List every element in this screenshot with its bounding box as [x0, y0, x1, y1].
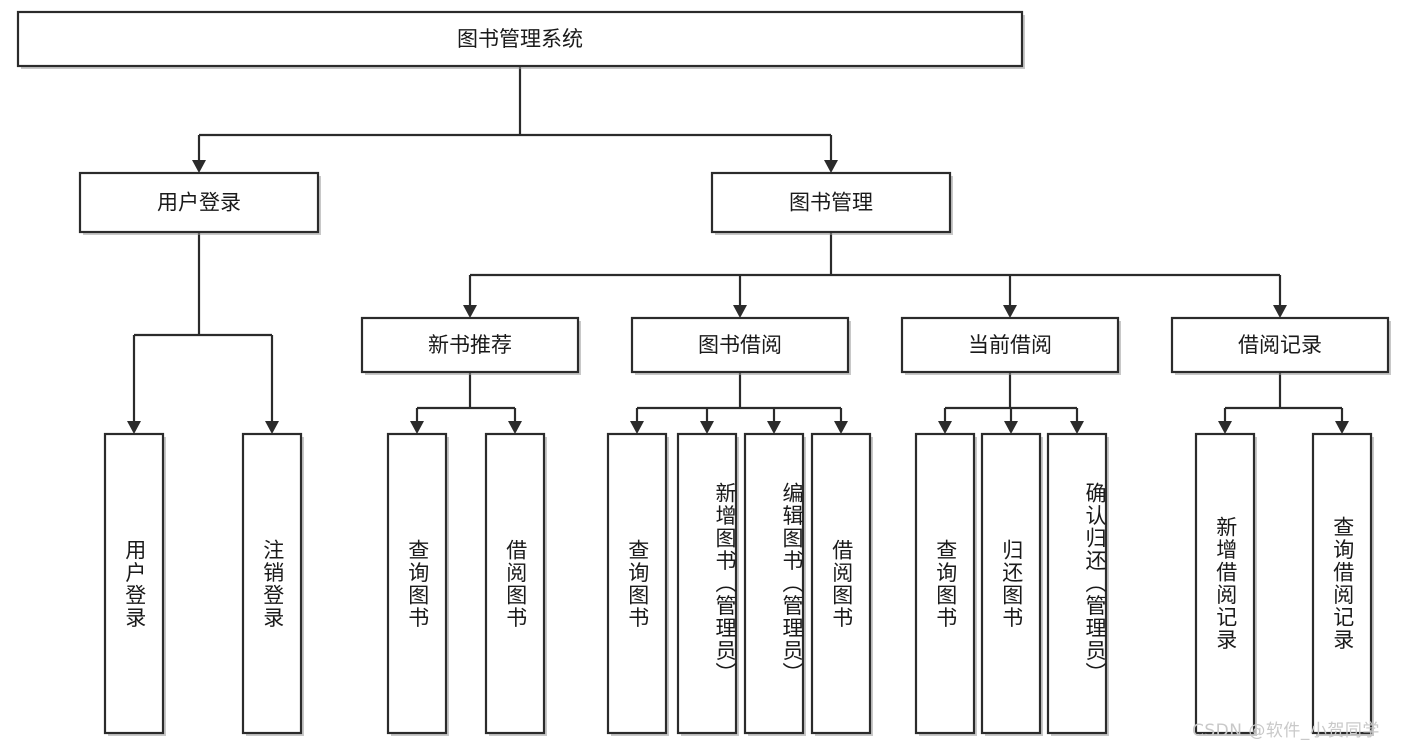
node-level1-1[interactable] [710, 171, 953, 235]
arrow-head-icon [1070, 421, 1084, 434]
arrow-head-icon [834, 421, 848, 434]
arrow-head-icon [192, 160, 206, 173]
node-root-0[interactable] [16, 10, 1025, 69]
node-level2-2[interactable] [900, 316, 1121, 375]
node-label-level2-3: 借阅记录 [1238, 333, 1322, 357]
node-box-layer [16, 10, 1391, 736]
arrow-head-icon [265, 421, 279, 434]
arrow-head-icon [1218, 421, 1232, 434]
node-label-level2-2: 当前借阅 [968, 333, 1052, 357]
watermark-text: CSDN @软件_小贺同学 [1192, 721, 1380, 741]
node-leaf-10[interactable] [1046, 432, 1109, 736]
arrow-head-icon [767, 421, 781, 434]
arrow-head-icon [127, 421, 141, 434]
node-leaf-0[interactable] [103, 432, 166, 736]
node-leaf-12[interactable] [1311, 432, 1374, 736]
arrow-head-icon [1003, 305, 1017, 318]
node-leaf-1[interactable] [241, 432, 304, 736]
node-leaf-11[interactable] [1194, 432, 1257, 736]
node-leaf-6[interactable] [743, 432, 806, 736]
arrow-head-icon [410, 421, 424, 434]
node-leaf-7[interactable] [810, 432, 873, 736]
node-level2-0[interactable] [360, 316, 581, 375]
node-level1-0[interactable] [78, 171, 321, 235]
arrow-head-icon [630, 421, 644, 434]
node-leaf-4[interactable] [606, 432, 669, 736]
node-leaf-8[interactable] [914, 432, 977, 736]
node-leaf-2[interactable] [386, 432, 449, 736]
node-label-level2-1: 图书借阅 [698, 333, 782, 357]
arrow-head-icon [1273, 305, 1287, 318]
arrow-head-icon [1004, 421, 1018, 434]
arrow-head-icon [700, 421, 714, 434]
arrow-head-icon [938, 421, 952, 434]
node-level2-1[interactable] [630, 316, 851, 375]
arrow-head-icon [463, 305, 477, 318]
arrow-head-icon [1335, 421, 1349, 434]
node-leaf-5[interactable] [676, 432, 739, 736]
connector-layer [127, 66, 1349, 434]
node-label-level1-0: 用户登录 [157, 191, 241, 215]
node-label-level1-1: 图书管理 [789, 191, 873, 215]
arrow-head-icon [733, 305, 747, 318]
arrow-head-icon [824, 160, 838, 173]
node-leaf-9[interactable] [980, 432, 1043, 736]
node-label-root-0: 图书管理系统 [457, 27, 583, 51]
node-leaf-3[interactable] [484, 432, 547, 736]
node-level2-3[interactable] [1170, 316, 1391, 375]
arrow-head-icon [508, 421, 522, 434]
node-label-level2-0: 新书推荐 [428, 333, 512, 357]
